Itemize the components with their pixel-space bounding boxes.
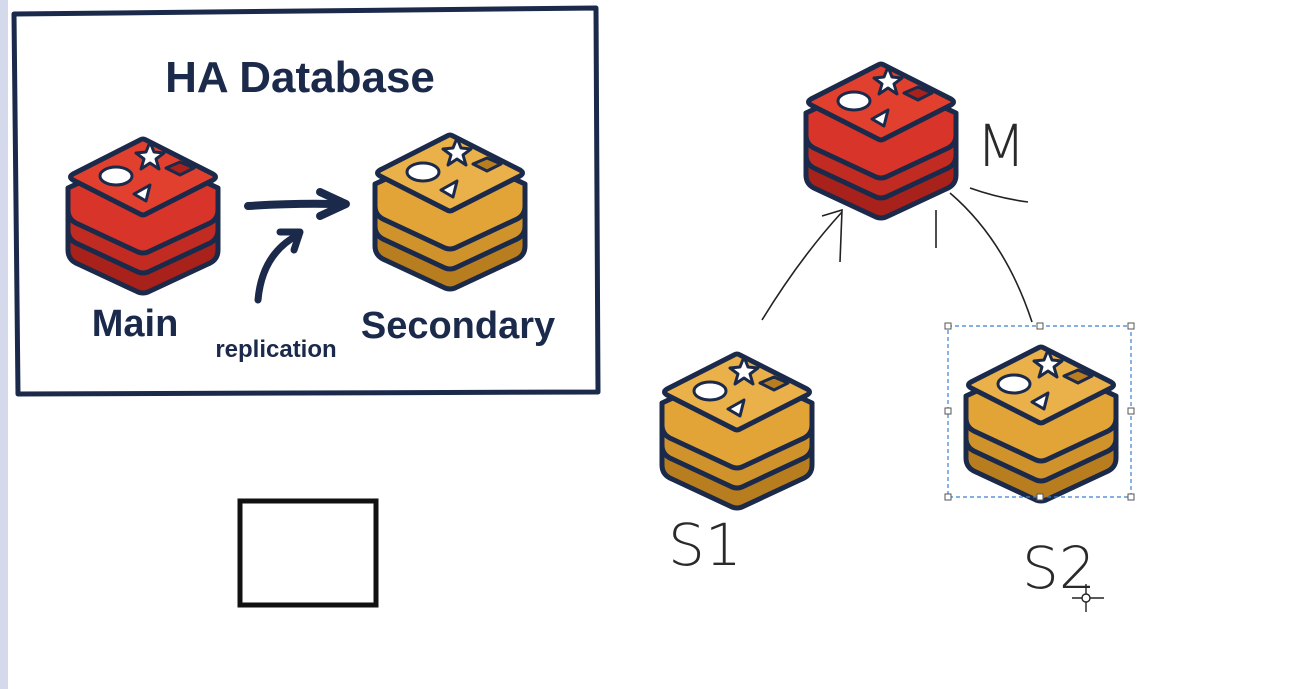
arrow-icon — [244, 188, 350, 220]
resize-handle[interactable] — [1036, 493, 1044, 501]
master-redis-stack-icon[interactable] — [806, 64, 956, 218]
window-edge — [0, 0, 8, 689]
resize-handle[interactable] — [1036, 322, 1044, 330]
resize-handle[interactable] — [1127, 322, 1135, 330]
slave2-redis-stack-icon[interactable] — [966, 347, 1116, 501]
replication-arrow-icon — [254, 228, 304, 304]
replication-label: replication — [215, 336, 336, 363]
resize-handle[interactable] — [944, 322, 952, 330]
slave1-redis-stack-icon[interactable] — [662, 354, 812, 508]
main-label: Main — [92, 303, 179, 345]
secondary-label: Secondary — [361, 305, 555, 347]
connector-m-to-s2[interactable] — [935, 187, 1033, 323]
connector-s1-to-m[interactable] — [761, 208, 843, 321]
slave2-label: S2 — [1022, 534, 1096, 602]
master-label: M — [976, 112, 1026, 180]
resize-handle[interactable] — [944, 493, 952, 501]
slave1-label: S1 — [668, 511, 742, 579]
rectangle-shape[interactable] — [237, 498, 379, 608]
ha-database-panel[interactable]: HA Database Main Secondary replication — [11, 5, 601, 397]
resize-handle[interactable] — [1127, 407, 1135, 415]
resize-handle[interactable] — [1127, 493, 1135, 501]
panel-title: HA Database — [165, 53, 435, 102]
selection-box[interactable] — [944, 322, 1135, 501]
crosshair-cursor-icon — [1072, 584, 1104, 612]
resize-handle[interactable] — [944, 407, 952, 415]
